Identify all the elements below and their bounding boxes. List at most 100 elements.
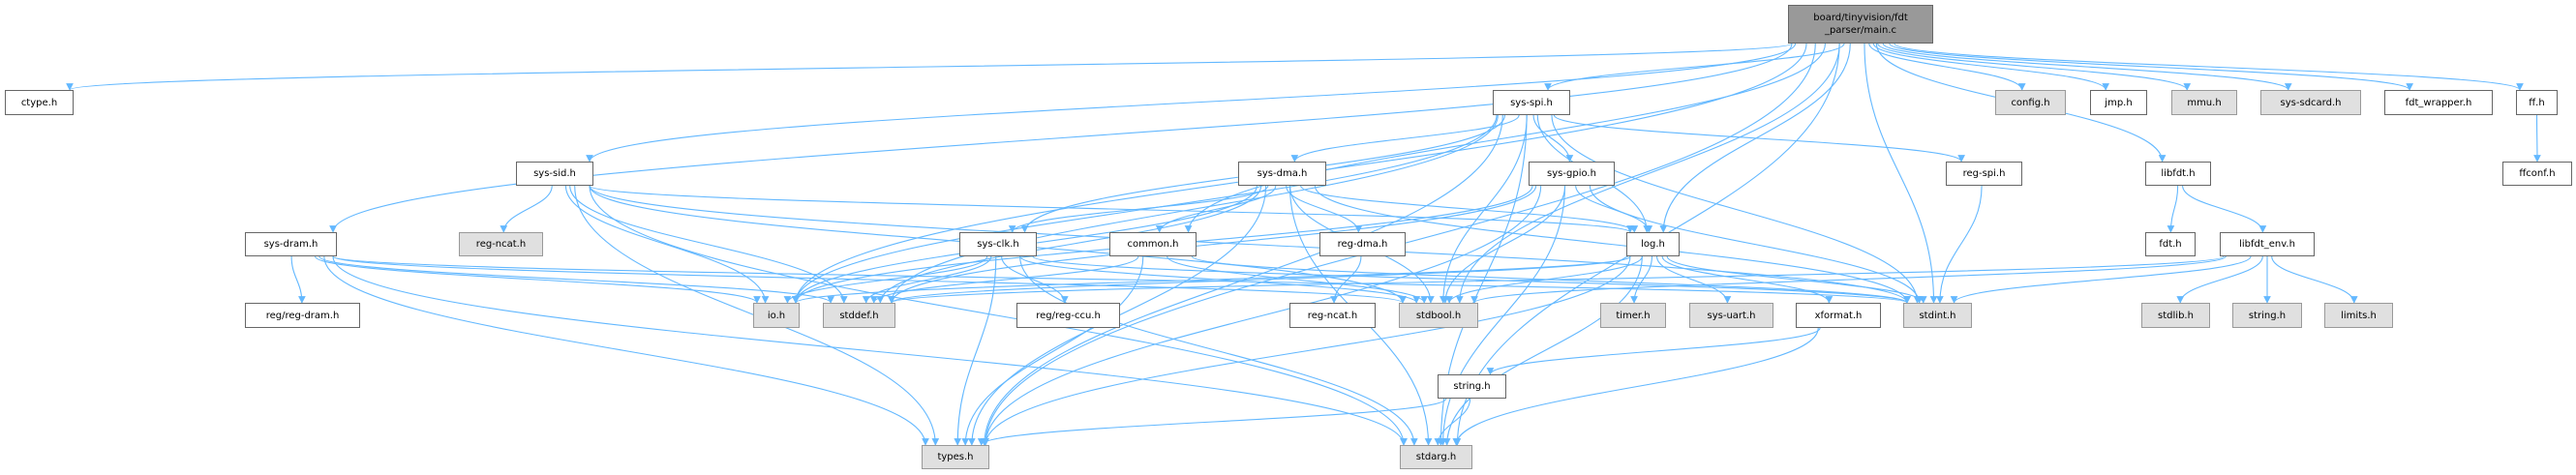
edge-main-to-stdbool <box>1455 43 1840 304</box>
edge-log-to-sys-uart <box>1656 255 1732 304</box>
edge-main-to-jmp <box>1872 43 2109 91</box>
edge-sys-sid-to-stddef <box>569 185 848 304</box>
node-sys-uart[interactable]: sys-uart.h <box>1689 303 1773 328</box>
edge-sys-dma-to-stddef <box>876 185 1262 304</box>
edge-sys-spi-to-sys-gpio <box>1532 114 1574 163</box>
node-sys-sid[interactable]: sys-sid.h <box>516 162 593 186</box>
node-stdint[interactable]: stdint.h <box>1903 303 1972 328</box>
edge-log-to-stdarg <box>1442 255 1643 446</box>
edge-main-to-sys-spi <box>1544 43 1845 91</box>
node-sys-clk[interactable]: sys-clk.h <box>959 232 1037 256</box>
edge-main-to-ctype <box>66 43 1793 91</box>
node-common[interactable]: common.h <box>1109 232 1197 256</box>
node-sys-dma[interactable]: sys-dma.h <box>1238 162 1326 186</box>
edge-sys-dram-to-types <box>323 255 929 446</box>
node-types[interactable]: types.h <box>922 445 989 469</box>
node-sys-gpio[interactable]: sys-gpio.h <box>1529 162 1615 186</box>
node-jmp[interactable]: jmp.h <box>2090 90 2147 115</box>
edge-sys-sid-to-stdarg <box>589 185 1408 446</box>
edge-sys-dma-to-common <box>1155 185 1277 233</box>
edge-sys-clk-to-io <box>783 255 988 304</box>
edge-log-to-io <box>792 255 1631 304</box>
edge-string-to-stdarg <box>1434 398 1471 446</box>
node-log[interactable]: log.h <box>1626 232 1680 256</box>
edge-string-to-types <box>977 398 1447 446</box>
edge-sys-spi-to-stdint <box>1551 114 1922 304</box>
node-reg-dram[interactable]: reg/reg-dram.h <box>245 303 360 328</box>
node-reg-ncat[interactable]: reg-ncat.h <box>1289 303 1376 328</box>
edge-main-to-ff <box>1894 43 2524 91</box>
node-sys-spi[interactable]: sys-spi.h <box>1493 90 1570 115</box>
edge-libfdt-env-to-limits <box>2271 255 2358 304</box>
edge-main-to-sys-sdcard <box>1882 43 2292 91</box>
edge-common-to-types <box>961 255 1144 446</box>
edge-common-to-stddef <box>869 255 1139 304</box>
edge-sys-spi-to-stddef <box>888 114 1499 304</box>
node-ffconf[interactable]: ffconf.h <box>2502 162 2572 186</box>
edge-libfdt-env-to-stdlib <box>2176 255 2263 304</box>
edge-sys-spi-to-io <box>792 114 1498 304</box>
edge-common-to-stdbool <box>1167 255 1429 304</box>
edge-sys-spi-to-stdbool <box>1439 114 1528 304</box>
edge-sys-gpio-to-stddef <box>888 185 1537 304</box>
edge-sys-clk-to-stddef <box>862 255 992 304</box>
edge-sys-dma-to-stdint <box>1314 185 1911 304</box>
edge-reg-spi-to-stdint <box>1936 185 1983 304</box>
node-string-ext[interactable]: string.h <box>2232 303 2302 328</box>
node-stdbool[interactable]: stdbool.h <box>1399 303 1478 328</box>
edge-sys-spi-to-sys-dma <box>1290 114 1520 163</box>
edge-sys-dram-to-io <box>315 255 761 304</box>
node-mmu[interactable]: mmu.h <box>2171 90 2237 115</box>
edge-sys-dram-to-stdarg <box>332 255 1408 446</box>
node-reg-spi[interactable]: reg-spi.h <box>1946 162 2022 186</box>
edge-xformat-to-string <box>1486 327 1821 375</box>
edge-reg-dma-to-reg-ncat <box>1330 255 1362 304</box>
node-libfdt[interactable]: libfdt.h <box>2145 162 2211 186</box>
edge-log-to-stdint <box>1666 255 1927 304</box>
edge-libfdt-to-libfdt-env <box>2182 185 2267 233</box>
edge-sys-sid-to-stdint <box>589 185 1911 304</box>
node-stdlib[interactable]: stdlib.h <box>2141 303 2210 328</box>
node-config[interactable]: config.h <box>1995 90 2066 115</box>
node-sys-sdcard[interactable]: sys-sdcard.h <box>2260 90 2361 115</box>
edge-sys-sid-to-io <box>564 185 770 304</box>
edge-main-to-sys-sid <box>586 43 1797 163</box>
node-string[interactable]: string.h <box>1438 374 1506 399</box>
node-timer[interactable]: timer.h <box>1600 303 1666 328</box>
node-io[interactable]: io.h <box>753 303 800 328</box>
edge-main-to-fdt-wrapper <box>1889 43 2413 91</box>
node-stddef[interactable]: stddef.h <box>823 303 895 328</box>
edge-sys-dram-to-stdbool <box>332 255 1407 304</box>
node-ff[interactable]: ff.h <box>2516 90 2558 115</box>
node-fdt-wrapper[interactable]: fdt_wrapper.h <box>2384 90 2493 115</box>
edge-sys-clk-to-types <box>954 255 997 446</box>
edge-sys-clk-to-reg-ccu <box>1001 255 1069 304</box>
edge-sys-gpio-to-stdbool <box>1441 185 1566 304</box>
node-reg-dma[interactable]: reg-dma.h <box>1319 232 1406 256</box>
edge-sys-clk-to-stdint <box>1032 255 1911 304</box>
edge-log-to-xformat <box>1661 255 1834 304</box>
node-reg-ncat-ext[interactable]: reg-ncat.h <box>459 232 543 256</box>
edge-sys-gpio-to-log <box>1575 185 1653 233</box>
edge-sys-sid-to-reg-ncat-ext <box>500 185 553 233</box>
node-fdt[interactable]: fdt.h <box>2145 232 2196 256</box>
edge-sys-spi-to-reg-spi <box>1553 114 1965 163</box>
edge-log-to-timer <box>1630 255 1653 304</box>
edge-libfdt-env-to-stddef <box>888 255 2225 304</box>
node-stdarg[interactable]: stdarg.h <box>1400 445 1472 469</box>
edge-sys-sid-to-log <box>589 185 1634 233</box>
edge-main-to-sys-dram <box>329 43 1793 233</box>
node-libfdt-env[interactable]: libfdt_env.h <box>2220 232 2315 256</box>
edge-sys-dram-to-stdint <box>332 255 1911 304</box>
node-ctype[interactable]: ctype.h <box>5 90 74 115</box>
node-reg-ccu[interactable]: reg/reg-ccu.h <box>1016 303 1120 328</box>
edge-main-to-mmu <box>1877 43 2191 91</box>
node-limits[interactable]: limits.h <box>2324 303 2393 328</box>
node-xformat[interactable]: xformat.h <box>1796 303 1881 328</box>
edge-main-to-stdint <box>1864 43 1938 304</box>
edge-libfdt-to-fdt <box>2167 185 2179 233</box>
edge-sys-dma-to-sys-clk <box>1008 185 1269 233</box>
node-sys-dram[interactable]: sys-dram.h <box>245 232 337 256</box>
edge-libfdt-env-to-stdint <box>1950 255 2252 304</box>
node-main[interactable]: board/tinyvision/fdt _parser/main.c <box>1788 5 1933 44</box>
